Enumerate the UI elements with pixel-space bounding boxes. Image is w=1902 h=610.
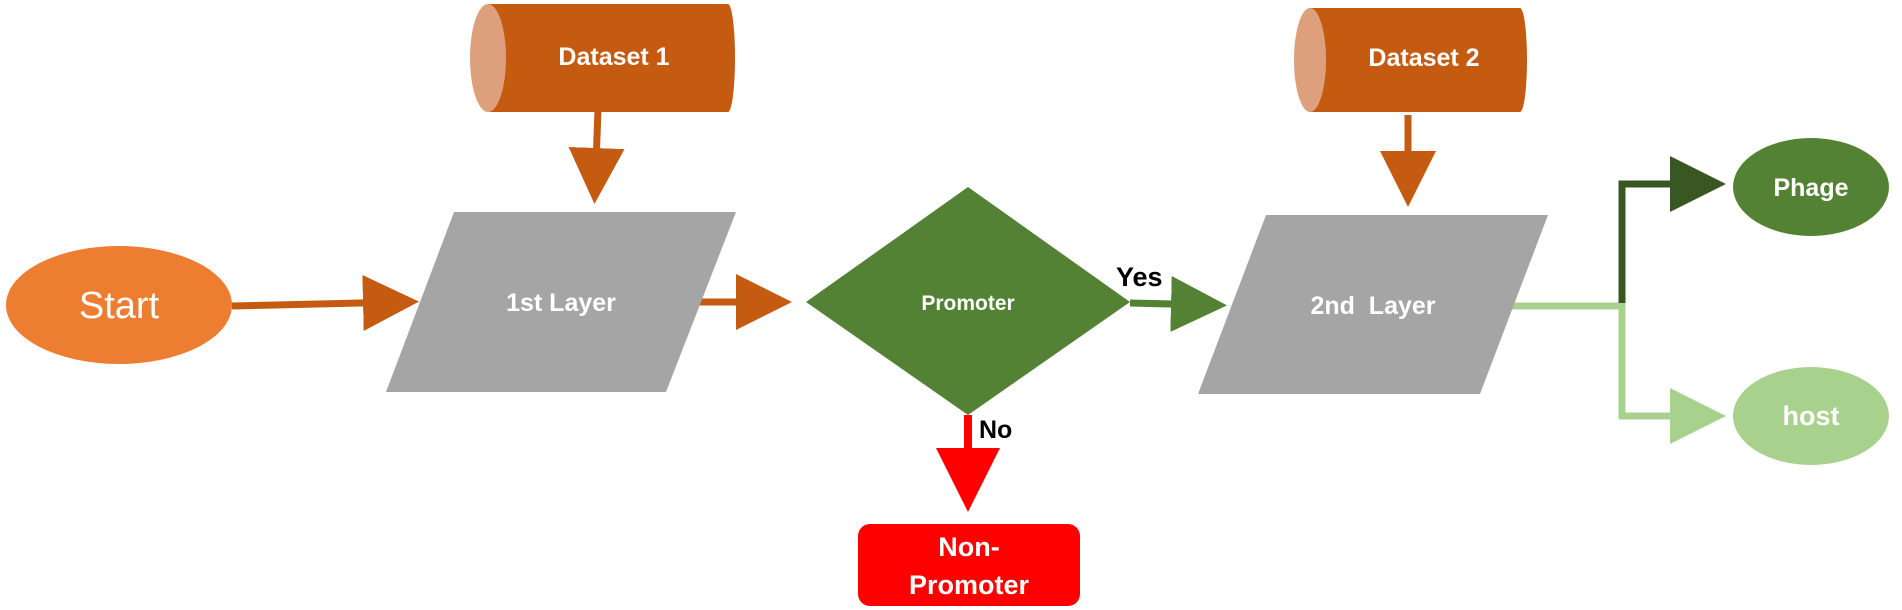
yes-label: Yes <box>1116 262 1163 292</box>
no-label: No <box>979 416 1012 444</box>
layer2-label: 2nd Layer <box>1310 292 1435 320</box>
layer1-label: 1st Layer <box>506 289 616 317</box>
start-label: Start <box>79 285 160 327</box>
dataset1-label: Dataset 1 <box>558 43 669 71</box>
layer1-node: 1st Layer <box>386 212 736 392</box>
non-promoter-label-line2: Promoter <box>909 570 1030 600</box>
non-promoter-node: Non- Promoter <box>858 524 1080 606</box>
dataset2-cylinder: Dataset 2 <box>1294 8 1527 112</box>
start-node: Start <box>6 246 232 364</box>
arrow-layer2-to-host <box>1512 302 1726 444</box>
arrow-promoter-to-layer2 <box>1129 275 1227 332</box>
arrow-layer2-to-phage <box>1618 156 1726 303</box>
host-node: host <box>1733 367 1889 465</box>
host-label: host <box>1783 401 1840 431</box>
dataset1-cylinder: Dataset 1 <box>470 4 735 112</box>
layer2-node: 2nd Layer <box>1198 215 1548 394</box>
arrow-dataset1-to-layer1 <box>568 109 625 204</box>
phage-label: Phage <box>1773 174 1848 202</box>
promoter-decision: Promoter <box>806 187 1130 415</box>
dataset2-label: Dataset 2 <box>1368 44 1479 72</box>
promoter-label: Promoter <box>921 292 1014 315</box>
non-promoter-label-line1: Non- <box>938 532 999 562</box>
arrow-start-to-layer1 <box>231 274 419 331</box>
phage-node: Phage <box>1733 138 1889 236</box>
